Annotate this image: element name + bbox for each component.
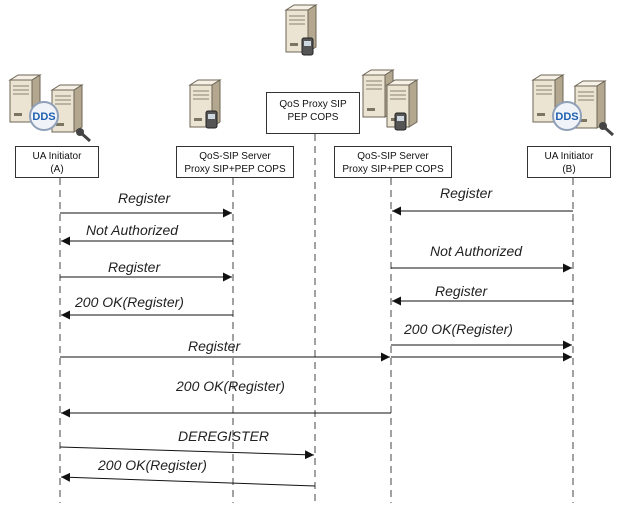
server-phone-icon (189, 79, 221, 129)
server-pair-dds-icon: DDS (9, 74, 92, 143)
msg-label: Register (188, 338, 241, 354)
entity-qos-a-line1: QoS-SIP Server (199, 151, 271, 162)
arrow-deregister (59, 446, 315, 460)
entity-ua-b-box: UA Initiator (B) (527, 146, 611, 178)
entity-qos-a-line2: Proxy SIP+PEP COPS (184, 164, 286, 175)
msg-label: Not Authorized (86, 222, 179, 238)
server-pair-dds-icon: DDS (532, 74, 615, 137)
msg-label: Register (118, 190, 171, 206)
server-phone-icon (285, 4, 317, 56)
entity-pep-box: QoS Proxy SIP PEP COPS (266, 92, 360, 134)
entity-qos-b-line1: QoS-SIP Server (357, 151, 429, 162)
entity-pep-line2: PEP COPS (287, 112, 339, 123)
server-pair-icon (362, 69, 418, 131)
msg-label: Register (440, 185, 493, 201)
entity-qos-a-box: QoS-SIP Server Proxy SIP+PEP COPS (176, 146, 294, 178)
dds-badge-a: DDS (32, 111, 55, 123)
msg-label: 200 OK(Register) (404, 321, 513, 337)
msg-label: Not Authorized (430, 243, 523, 259)
entity-qos-b-box: QoS-SIP Server Proxy SIP+PEP COPS (334, 146, 452, 178)
arrow-200ok-final (60, 472, 316, 487)
entity-ua-a-line1: UA Initiator (32, 151, 82, 162)
msg-label: 200 OK(Register) (98, 457, 207, 473)
entity-ua-a-line2: (A) (50, 164, 64, 175)
msg-label: 200 OK(Register) (75, 294, 184, 310)
msg-label: Register (108, 259, 161, 275)
msg-label: DEREGISTER (178, 428, 270, 444)
entity-pep-line1: QoS Proxy SIP (279, 99, 347, 110)
msg-label: 200 OK(Register) (176, 378, 285, 394)
msg-label: Register (435, 283, 488, 299)
dds-badge-b: DDS (555, 111, 578, 123)
entity-ua-a-box: UA Initiator (A) (15, 146, 99, 178)
entity-ua-b-line2: (B) (562, 164, 576, 175)
entity-ua-b-line1: UA Initiator (544, 151, 594, 162)
entity-qos-b-line2: Proxy SIP+PEP COPS (342, 164, 444, 175)
